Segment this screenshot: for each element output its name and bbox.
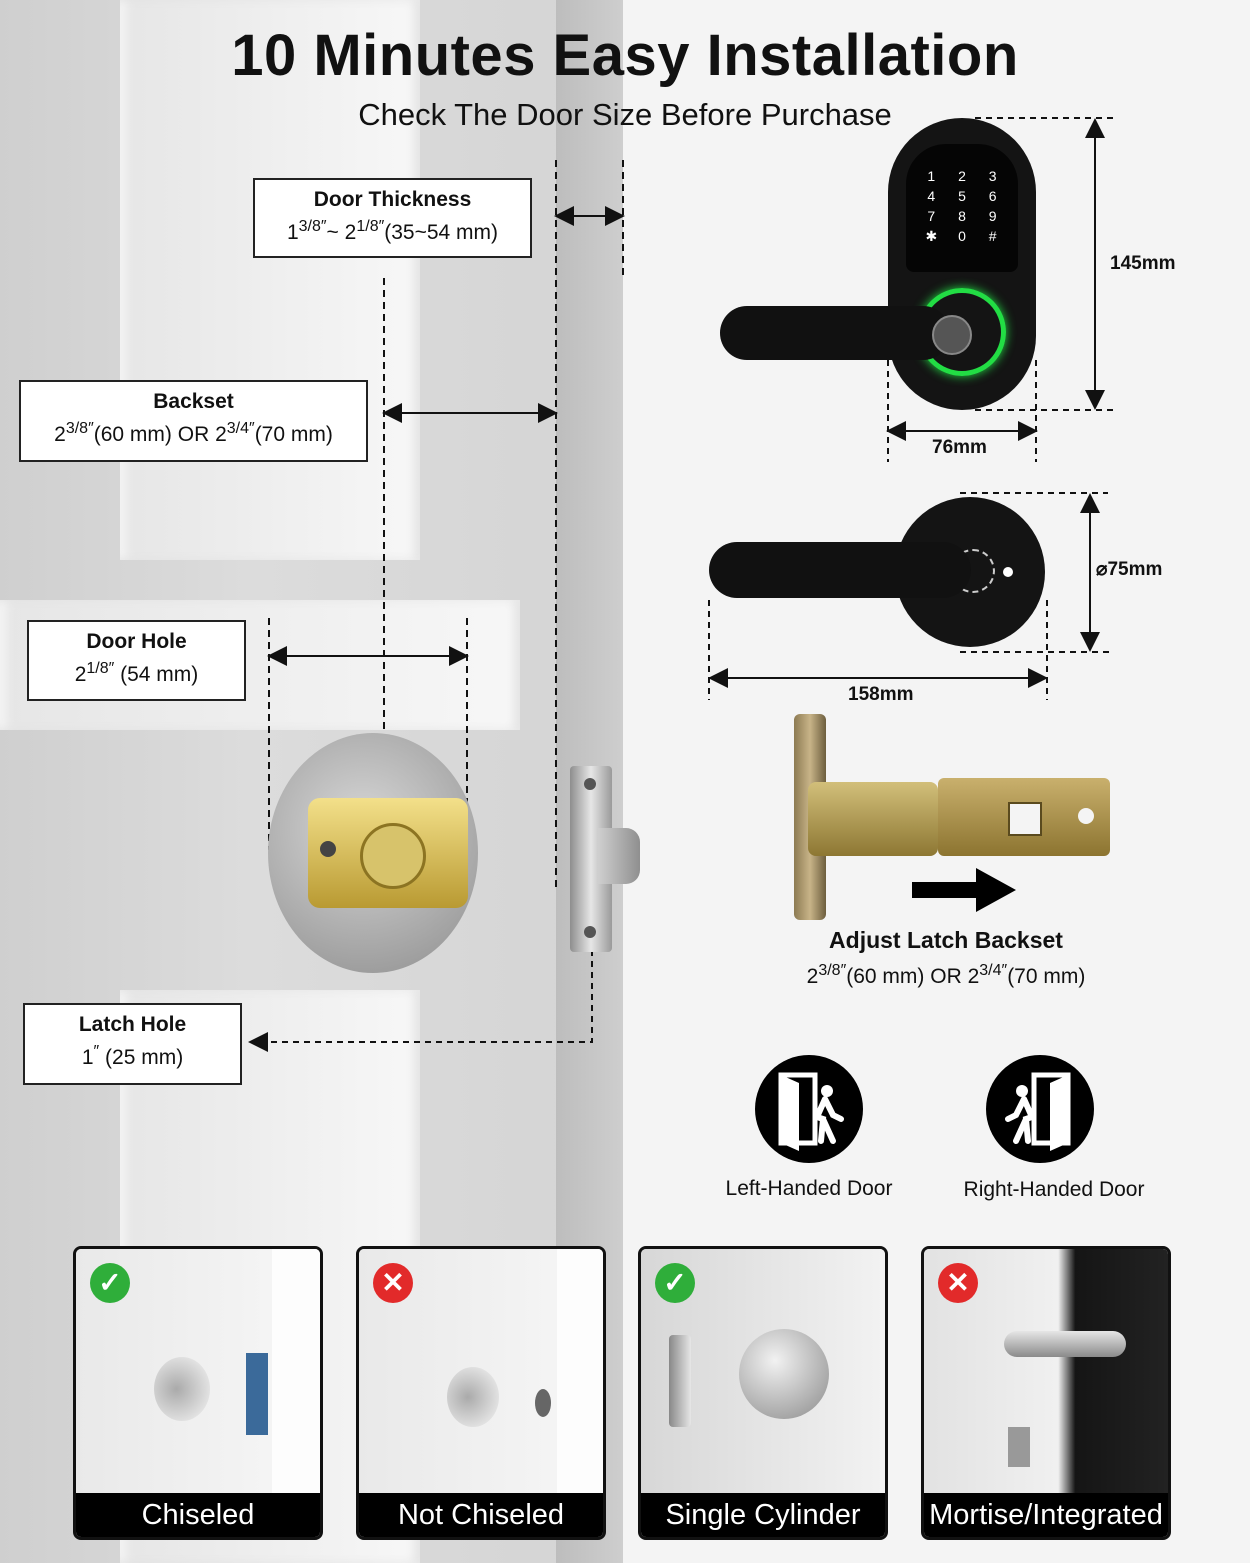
keypad: 1 2 3 4 5 6 7 8 9 ✱ 0 #	[916, 168, 1008, 246]
door-hole-illustration	[268, 733, 478, 973]
latch-bolt-image	[598, 828, 640, 884]
door-panel-top	[120, 0, 420, 560]
card-label: Single Cylinder	[641, 1493, 885, 1537]
lever-image	[1004, 1331, 1126, 1357]
width-dimension: 76mm	[932, 437, 987, 458]
key-2[interactable]: 2	[958, 168, 966, 184]
card-label: Not Chiseled	[359, 1493, 603, 1537]
check-icon: ✓	[90, 1263, 130, 1303]
door-hole-label: Door Hole	[86, 630, 187, 653]
page-subtitle: Check The Door Size Before Purchase	[358, 97, 892, 132]
cross-icon: ✕	[938, 1263, 978, 1303]
latch-hole-image	[535, 1389, 551, 1417]
chiseled-recess-image	[246, 1353, 268, 1435]
adjust-latch-caption: Adjust Latch Backset 23/8″(60 mm) OR 23/…	[760, 927, 1132, 989]
length-dimension: 158mm	[848, 684, 914, 705]
faceplate-screw	[584, 778, 596, 790]
card-mortise-integrated: ✕ Mortise/Integrated	[921, 1246, 1171, 1540]
card-label: Chiseled	[76, 1493, 320, 1537]
door-thickness-box: Door Thickness 13/8″~ 21/8″(35~54 mm)	[253, 178, 532, 258]
card-label: Mortise/Integrated	[924, 1493, 1168, 1537]
screw-hole	[320, 841, 336, 857]
key-0[interactable]: 0	[958, 228, 966, 244]
key-cylinder-image	[1008, 1427, 1030, 1467]
backset-box: Backset 23/8″(60 mm) OR 23/4″(70 mm)	[19, 380, 368, 462]
left-handed-door-label: Left-Handed Door	[725, 1177, 893, 1200]
not-chiseled-photo	[359, 1249, 603, 1495]
smart-lock-front-image	[888, 118, 1036, 410]
cross-icon: ✕	[373, 1263, 413, 1303]
right-handed-door-icon	[986, 1055, 1094, 1163]
key-hash[interactable]: #	[988, 228, 997, 244]
height-dimension: 145mm	[1110, 253, 1176, 274]
fingerprint-sensor-icon	[932, 315, 972, 355]
mortise-photo	[924, 1249, 1168, 1495]
faceplate-screw	[584, 926, 596, 938]
chiseled-photo	[76, 1249, 320, 1495]
latch-spindle	[360, 823, 426, 889]
door-hole-value: 21/8″ (54 mm)	[74, 660, 199, 686]
key-9[interactable]: 9	[988, 208, 997, 224]
keypad-panel	[906, 144, 1018, 272]
adjustable-latch-body-image	[808, 782, 938, 856]
door-edge-image	[272, 1249, 320, 1495]
key-7[interactable]: 7	[927, 208, 936, 224]
key-star[interactable]: ✱	[925, 228, 938, 244]
door-edge-image	[557, 1249, 603, 1495]
adjust-latch-title: Adjust Latch Backset	[829, 927, 1063, 953]
rose-diameter-dimension: ⌀75mm	[1096, 559, 1163, 580]
key-8[interactable]: 8	[958, 208, 966, 224]
knob-image	[739, 1329, 829, 1419]
key-3[interactable]: 3	[988, 168, 997, 184]
faceplate-image	[669, 1335, 691, 1427]
tail-round-hole	[1078, 808, 1094, 824]
left-handed-door-glyph	[778, 1072, 844, 1151]
card-not-chiseled: ✕ Not Chiseled	[356, 1246, 606, 1540]
left-handed-door-icon	[755, 1055, 863, 1163]
reset-button-icon	[1003, 567, 1013, 577]
arrow-right-icon	[912, 868, 1016, 912]
hole-image	[154, 1357, 210, 1421]
key-1[interactable]: 1	[927, 168, 936, 184]
tail-square-hole	[1008, 802, 1042, 836]
backset-value: 23/8″(60 mm) OR 23/4″(70 mm)	[54, 420, 333, 446]
adjust-latch-value: 23/8″(60 mm) OR 23/4″(70 mm)	[806, 962, 1086, 988]
right-handed-door-label: Right-Handed Door	[963, 1178, 1145, 1201]
latch-hole-box: Latch Hole 1″ (25 mm)	[23, 1003, 242, 1085]
backset-label: Backset	[153, 390, 234, 413]
card-single-cylinder: ✓ Single Cylinder	[638, 1246, 888, 1540]
hole-image	[447, 1367, 499, 1427]
door-thickness-label: Door Thickness	[313, 188, 472, 211]
adjustable-latch-tail-image	[938, 778, 1110, 856]
key-6[interactable]: 6	[988, 188, 997, 204]
key-5[interactable]: 5	[958, 188, 966, 204]
page-title: 10 Minutes Easy Installation	[231, 23, 1019, 88]
inner-lever-handle-image	[709, 542, 971, 598]
right-handed-door-glyph	[1005, 1072, 1071, 1151]
latch-hole-value: 1″ (25 mm)	[81, 1043, 184, 1069]
latch-hole-label: Latch Hole	[78, 1013, 187, 1036]
lever-handle-image	[720, 306, 950, 360]
door-hole-box: Door Hole 21/8″ (54 mm)	[27, 620, 246, 701]
key-4[interactable]: 4	[927, 188, 936, 204]
card-chiseled: ✓ Chiseled	[73, 1246, 323, 1540]
door-thickness-value: 13/8″~ 21/8″(35~54 mm)	[286, 218, 499, 244]
check-icon: ✓	[655, 1263, 695, 1303]
